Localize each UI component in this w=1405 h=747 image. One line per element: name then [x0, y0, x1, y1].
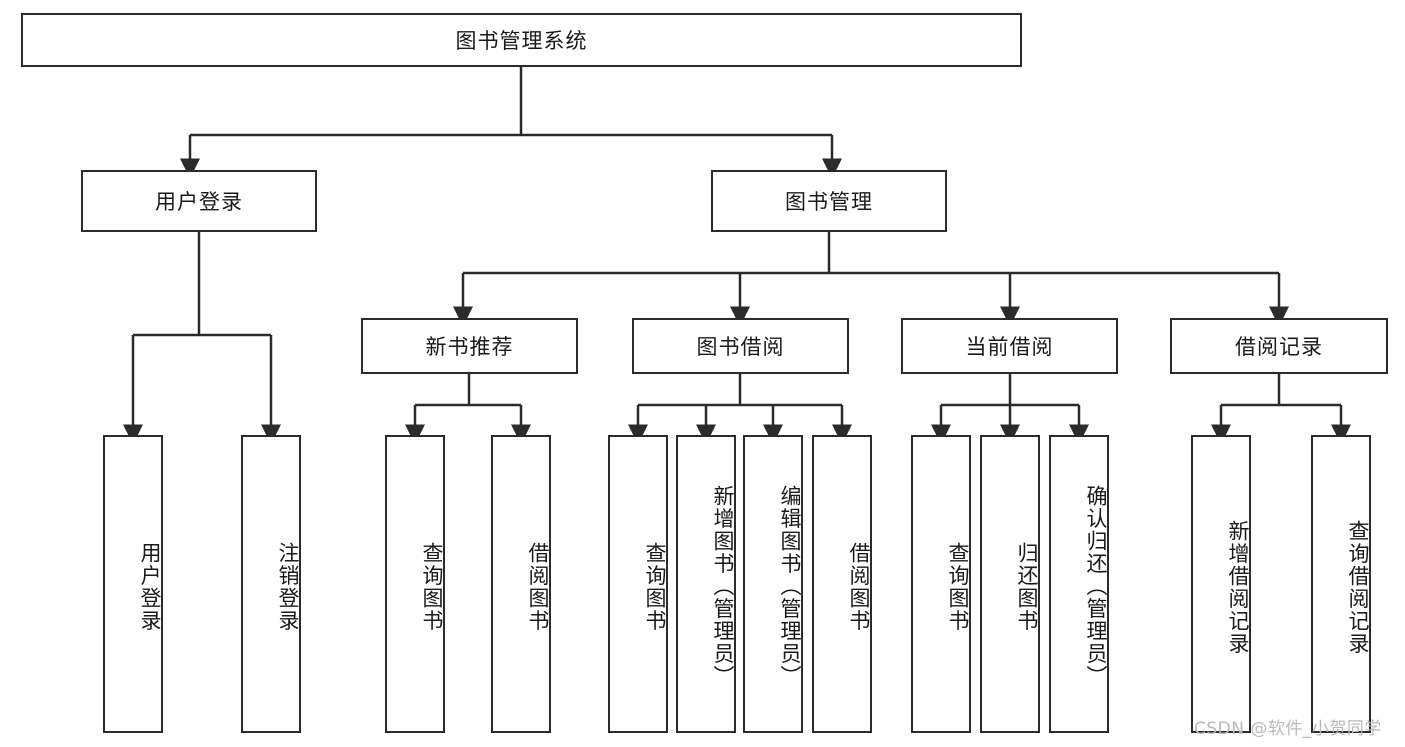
node-label: 归还图书	[1015, 542, 1039, 632]
leaf-borrow-borrow-book[interactable]: 借阅图书	[812, 435, 872, 733]
leaf-current-return-book[interactable]: 归还图书	[980, 435, 1040, 733]
node-label: 借阅图书	[526, 542, 550, 632]
leaf-borrow-edit-book-admin[interactable]: 编辑图书（管理员）	[743, 435, 803, 733]
leaf-recommend-query-book[interactable]: 查询图书	[385, 435, 445, 733]
node-label: 查询借阅记录	[1346, 519, 1370, 655]
leaf-current-query-book[interactable]: 查询图书	[911, 435, 971, 733]
leaf-user-login-logout[interactable]: 注销登录	[241, 435, 301, 733]
node-label: 图书管理	[785, 190, 873, 214]
node-label: 查询图书	[420, 542, 444, 632]
node-book-management[interactable]: 图书管理	[711, 170, 947, 232]
node-current-borrow[interactable]: 当前借阅	[901, 318, 1118, 374]
node-label: 确认归还（管理员）	[1084, 484, 1108, 688]
node-label: 图书借阅	[696, 335, 785, 359]
node-borrow-record[interactable]: 借阅记录	[1170, 318, 1388, 374]
node-label: 查询图书	[946, 542, 970, 632]
node-label: 当前借阅	[965, 335, 1054, 359]
node-label: 借阅图书	[847, 542, 871, 632]
watermark: CSDN @软件_小贺同学	[1194, 719, 1382, 739]
leaf-user-login-login[interactable]: 用户登录	[103, 435, 163, 733]
node-label: 新增图书（管理员）	[711, 484, 735, 688]
leaf-borrow-query-book[interactable]: 查询图书	[608, 435, 668, 733]
leaf-borrow-add-book-admin[interactable]: 新增图书（管理员）	[676, 435, 736, 733]
node-label: 用户登录	[138, 542, 162, 632]
node-label: 借阅记录	[1235, 335, 1323, 359]
node-user-login[interactable]: 用户登录	[81, 170, 317, 232]
node-label: 新书推荐	[425, 335, 514, 359]
leaf-record-add-borrow-record[interactable]: 新增借阅记录	[1191, 435, 1251, 733]
node-label: 查询图书	[643, 542, 667, 632]
node-label: 编辑图书（管理员）	[778, 484, 802, 688]
node-label: 用户登录	[155, 190, 243, 214]
leaf-current-confirm-return-admin[interactable]: 确认归还（管理员）	[1049, 435, 1109, 733]
node-book-borrow[interactable]: 图书借阅	[632, 318, 849, 374]
node-root-book-management-system[interactable]: 图书管理系统	[21, 13, 1022, 67]
node-new-book-recommend[interactable]: 新书推荐	[361, 318, 578, 374]
node-label: 新增借阅记录	[1226, 519, 1250, 655]
node-label: 图书管理系统	[455, 29, 588, 53]
node-label: 注销登录	[276, 542, 300, 632]
leaf-record-query-borrow-record[interactable]: 查询借阅记录	[1311, 435, 1371, 733]
leaf-recommend-borrow-book[interactable]: 借阅图书	[491, 435, 551, 733]
